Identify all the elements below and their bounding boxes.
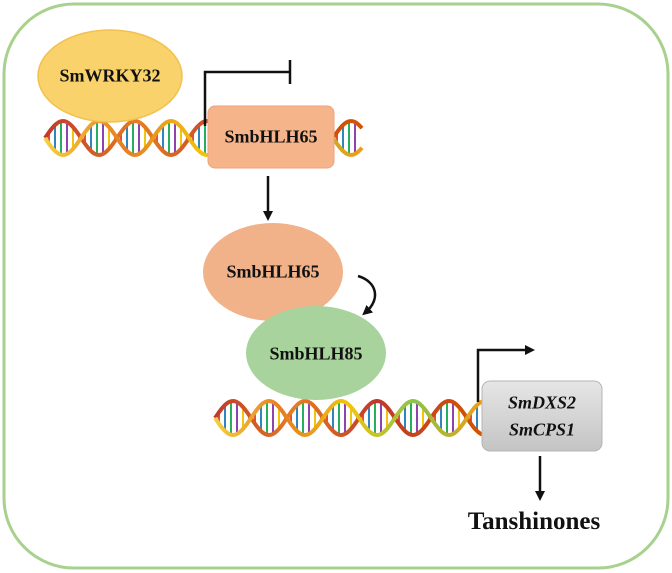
smwrky32-node <box>37 29 183 123</box>
dna-strand <box>213 398 483 438</box>
smbhlh65-protein-label: SmbHLH65 <box>226 261 320 282</box>
transcription-start-arrow <box>476 345 535 402</box>
smbhlh85-node <box>246 306 386 400</box>
smbhlh65-gene-box <box>207 105 335 169</box>
smbhlh65-gene-label: SmbHLH65 <box>224 126 318 147</box>
smcps1-label: SmCPS1 <box>508 419 576 440</box>
repression-line <box>203 70 290 126</box>
interaction-arrow <box>357 274 377 316</box>
smbhlh65-protein-node <box>203 223 343 321</box>
smbhlh85-label: SmbHLH85 <box>269 343 363 364</box>
tanshinones-label: Tanshinones <box>467 508 601 535</box>
smwrky32-label: SmWRKY32 <box>59 65 161 86</box>
smdxs2-label: SmDXS2 <box>507 392 577 413</box>
target-genes-box <box>481 380 603 452</box>
dna-helix-bottom <box>213 398 483 438</box>
dna-strand <box>213 398 483 438</box>
